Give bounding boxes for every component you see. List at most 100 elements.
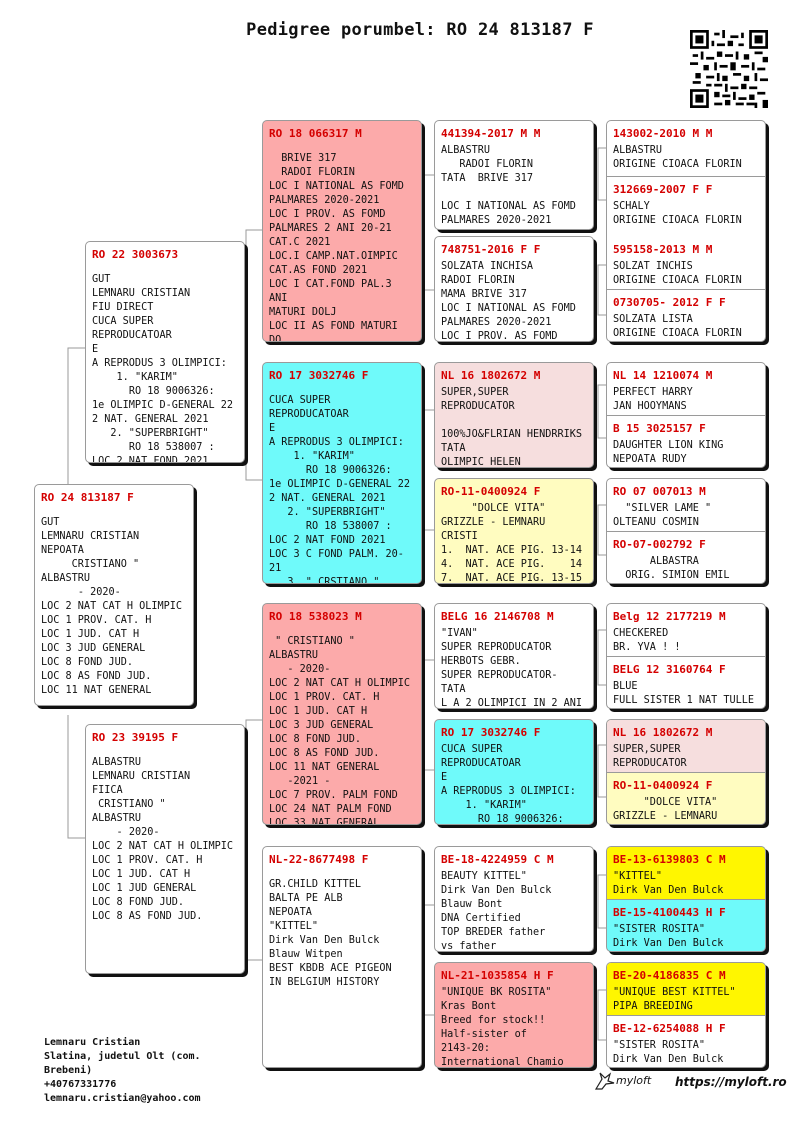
sire-card[interactable]: RO 22 3003673 GUT LEMNARU CRISTIAN FIU D… bbox=[85, 241, 245, 463]
g5-card-6[interactable]: BE-13-6139803 C M"KITTEL" Dirk Van Den B… bbox=[606, 846, 766, 952]
dam-card[interactable]: RO 23 39195 F ALBASTRU LEMNARU CRISTIAN … bbox=[85, 724, 245, 974]
bird-logo-icon bbox=[594, 1072, 615, 1090]
divider bbox=[607, 415, 765, 416]
g5-ring: BE-13-6139803 C M bbox=[613, 853, 726, 866]
ssd-ring: 748751-2016 F F bbox=[441, 243, 541, 256]
g5-ancestor: 595158-2013 M M SOLZAT INCHIS ORIGINE CIO… bbox=[607, 237, 765, 291]
g5-card-2[interactable]: NL 14 1210074 M PERFECT HARRY JAN HOOYMAN… bbox=[606, 362, 766, 468]
divider bbox=[607, 899, 765, 900]
g5-ring: B 15 3025157 F bbox=[613, 422, 706, 435]
website-link[interactable]: https://myloft.ro bbox=[675, 1075, 787, 1089]
sire-sire-text: BRIVE 317 RADOI FLORIN LOC I NATIONAL AS… bbox=[269, 153, 404, 342]
g5-ancestor: BE-15-4100443 H F"SISTER ROSITA" Dirk Va… bbox=[607, 900, 765, 951]
dam-sire-ring: RO 18 538023 M bbox=[269, 610, 362, 623]
g5-ring: 143002-2010 M M bbox=[613, 127, 713, 140]
sire-sire-card[interactable]: RO 18 066317 M BRIVE 317 RADOI FLORIN LO… bbox=[262, 120, 422, 342]
g5-ancestor: BE-12-6254088 H F"SISTER ROSITA" Dirk Va… bbox=[607, 1016, 765, 1067]
dsd-text: CUCA SUPER REPRODUCATOAR E A REPRODUS 3 … bbox=[441, 744, 576, 825]
g5-card-1[interactable]: 143002-2010 M M ALBASTRU ORIGINE CIOACA F… bbox=[606, 120, 766, 342]
sds-card[interactable]: NL 16 1802672 M SUPER,SUPER REPRODUCATOR… bbox=[434, 362, 594, 468]
g5-ring: 595158-2013 M M bbox=[613, 243, 713, 256]
qr-code bbox=[690, 30, 768, 108]
g5-ring: 312669-2007 F F bbox=[613, 183, 713, 196]
g5-ancestor: B 15 3025157 F DAUGHTER LION KING NEPOATA… bbox=[607, 416, 765, 467]
g5-ancestor: BE-13-6139803 C M"KITTEL" Dirk Van Den B… bbox=[607, 847, 765, 899]
g5-text: ALBASTRU ORIGINE CIOACA FLORIN bbox=[613, 145, 742, 170]
sire-dam-card[interactable]: RO 17 3032746 F CUCA SUPER REPRODUCATOAR… bbox=[262, 362, 422, 584]
sss-ring: 441394-2017 M M bbox=[441, 127, 541, 140]
g5-text: PERFECT HARRY JAN HOOYMANS bbox=[613, 387, 693, 412]
g5-text: "SILVER LAME " OLTEANU COSMIN bbox=[613, 503, 712, 528]
sire-sire-ring: RO 18 066317 M bbox=[269, 127, 362, 140]
g5-text: "SISTER ROSITA" Dirk Van Den Bulck bbox=[613, 924, 724, 949]
dam-dam-ring: NL-22-8677498 F bbox=[269, 853, 369, 866]
g5-text: "DOLCE VITA" GRIZZLE - LEMNARU CRISTI bbox=[613, 797, 718, 822]
g5-ring: RO-11-0400924 F bbox=[613, 779, 713, 792]
divider bbox=[607, 656, 765, 657]
ssd-card[interactable]: 748751-2016 F F SOLZATA INCHISA RADOI FL… bbox=[434, 236, 594, 342]
sds-text: SUPER,SUPER REPRODUCATOR 100%JO&FLRIAN H… bbox=[441, 387, 583, 468]
sdd-ring: RO-11-0400924 F bbox=[441, 485, 541, 498]
g5-ancestor: RO-11-0400924 F "DOLCE VITA" GRIZZLE - L… bbox=[607, 773, 765, 824]
ddd-card[interactable]: NL-21-1035854 H F "UNIQUE BK ROSITA" Kra… bbox=[434, 962, 594, 1068]
dam-sire-text: " CRISTIANO " ALBASTRU - 2020- LOC 2 NAT… bbox=[269, 636, 411, 825]
owner-contact: Lemnaru Cristian Slatina, judetul Olt (c… bbox=[44, 1036, 201, 1106]
dds-card[interactable]: BE-18-4224959 C M BEAUTY KITTEL" Dirk Va… bbox=[434, 846, 594, 952]
g5-text: "UNIQUE BEST KITTEL" PIPA BREEDING bbox=[613, 987, 736, 1012]
g5-ring: Belg 12 2177219 M bbox=[613, 610, 726, 623]
g5-ancestor: NL 14 1210074 M PERFECT HARRY JAN HOOYMAN… bbox=[607, 363, 765, 415]
sire-ring: RO 22 3003673 bbox=[92, 248, 179, 261]
dam-sire-card[interactable]: RO 18 538023 M " CRISTIANO " ALBASTRU - … bbox=[262, 603, 422, 825]
g5-ring: BE-20-4186835 C M bbox=[613, 969, 726, 982]
g5-ring: NL 14 1210074 M bbox=[613, 369, 713, 382]
g5-ancestor: 312669-2007 F F SCHALY ORIGINE CIOACA FLO… bbox=[607, 177, 765, 229]
g5-card-7[interactable]: BE-20-4186835 C M "UNIQUE BEST KITTEL" PI… bbox=[606, 962, 766, 1068]
page-title: Pedigree porumbel: RO 24 813187 F bbox=[246, 20, 594, 40]
g5-ring: RO-07-002792 F bbox=[613, 538, 706, 551]
divider bbox=[607, 772, 765, 773]
sss-text: ALBASTRU RADOI FLORIN TATA BRIVE 317 LOC… bbox=[441, 145, 576, 226]
ddd-text: "UNIQUE BK ROSITA" Kras Bont Breed for s… bbox=[441, 987, 564, 1068]
dss-ring: BELG 16 2146708 M bbox=[441, 610, 554, 623]
g5-text: SOLZAT INCHIS ORIGINE CIOACA FLORIN bbox=[613, 261, 742, 286]
g5-text: ALBASTRA ORIG. SIMION EMIL bbox=[625, 556, 730, 581]
subject-card[interactable]: RO 24 813187 F GUT LEMNARU CRISTIAN NEPO… bbox=[34, 484, 194, 706]
g5-ancestor: RO 07 007013 M "SILVER LAME " OLTEANU CO… bbox=[607, 479, 765, 531]
ssd-text: SOLZATA INCHISA RADOI FLORIN MAMA BRIVE … bbox=[441, 261, 576, 342]
sire-dam-ring: RO 17 3032746 F bbox=[269, 369, 369, 382]
g5-ancestor: 143002-2010 M M ALBASTRU ORIGINE CIOACA F… bbox=[607, 121, 765, 177]
divider bbox=[607, 231, 765, 233]
owner-name: Lemnaru Cristian bbox=[44, 1037, 141, 1048]
g5-text: SUPER,SUPER REPRODUCATOR bbox=[613, 744, 687, 769]
g5-card-3[interactable]: RO 07 007013 M "SILVER LAME " OLTEANU CO… bbox=[606, 478, 766, 584]
dsd-card[interactable]: RO 17 3032746 F CUCA SUPER REPRODUCATOAR… bbox=[434, 719, 594, 825]
dam-dam-card[interactable]: NL-22-8677498 F GR.CHILD KITTEL BALTA PE… bbox=[262, 846, 422, 1068]
owner-phone: +40767331776 bbox=[44, 1079, 117, 1090]
dss-text: "IVAN" SUPER REPRODUCATOR HERBOTS GEBR. … bbox=[441, 628, 583, 709]
sdd-card[interactable]: RO-11-0400924 F "DOLCE VITA" GRIZZLE - L… bbox=[434, 478, 594, 584]
g5-ancestor: RO-07-002792 F ALBASTRA ORIG. SIMION EMI… bbox=[607, 532, 765, 583]
sdd-text: "DOLCE VITA" GRIZZLE - LEMNARU CRISTI 1.… bbox=[441, 503, 583, 584]
g5-ring: BE-12-6254088 H F bbox=[613, 1022, 726, 1035]
dds-text: BEAUTY KITTEL" Dirk Van Den Bulck Blauw … bbox=[441, 871, 552, 952]
g5-ring: BELG 12 3160764 F bbox=[613, 663, 726, 676]
g5-text: BLUE FULL SISTER 1 NAT TULLE bbox=[613, 681, 755, 706]
divider bbox=[607, 531, 765, 532]
divider bbox=[607, 176, 765, 177]
g5-text: SCHALY ORIGINE CIOACA FLORIN bbox=[613, 201, 742, 226]
g5-ring: 0730705- 2012 F F bbox=[613, 296, 726, 309]
g5-text: DAUGHTER LION KING NEPOATA RUDY bbox=[613, 440, 724, 465]
owner-address: Slatina, judetul Olt (com. Brebeni) bbox=[44, 1051, 201, 1076]
owner-email[interactable]: lemnaru.cristian@yahoo.com bbox=[44, 1093, 201, 1104]
dam-ring: RO 23 39195 F bbox=[92, 731, 179, 744]
brand-logo-text: myloft bbox=[616, 1074, 652, 1087]
dss-card[interactable]: BELG 16 2146708 M "IVAN" SUPER REPRODUCA… bbox=[434, 603, 594, 709]
sss-card[interactable]: 441394-2017 M M ALBASTRU RADOI FLORIN TA… bbox=[434, 120, 594, 230]
g5-ancestor: BELG 12 3160764 F BLUE FULL SISTER 1 NAT … bbox=[607, 657, 765, 708]
